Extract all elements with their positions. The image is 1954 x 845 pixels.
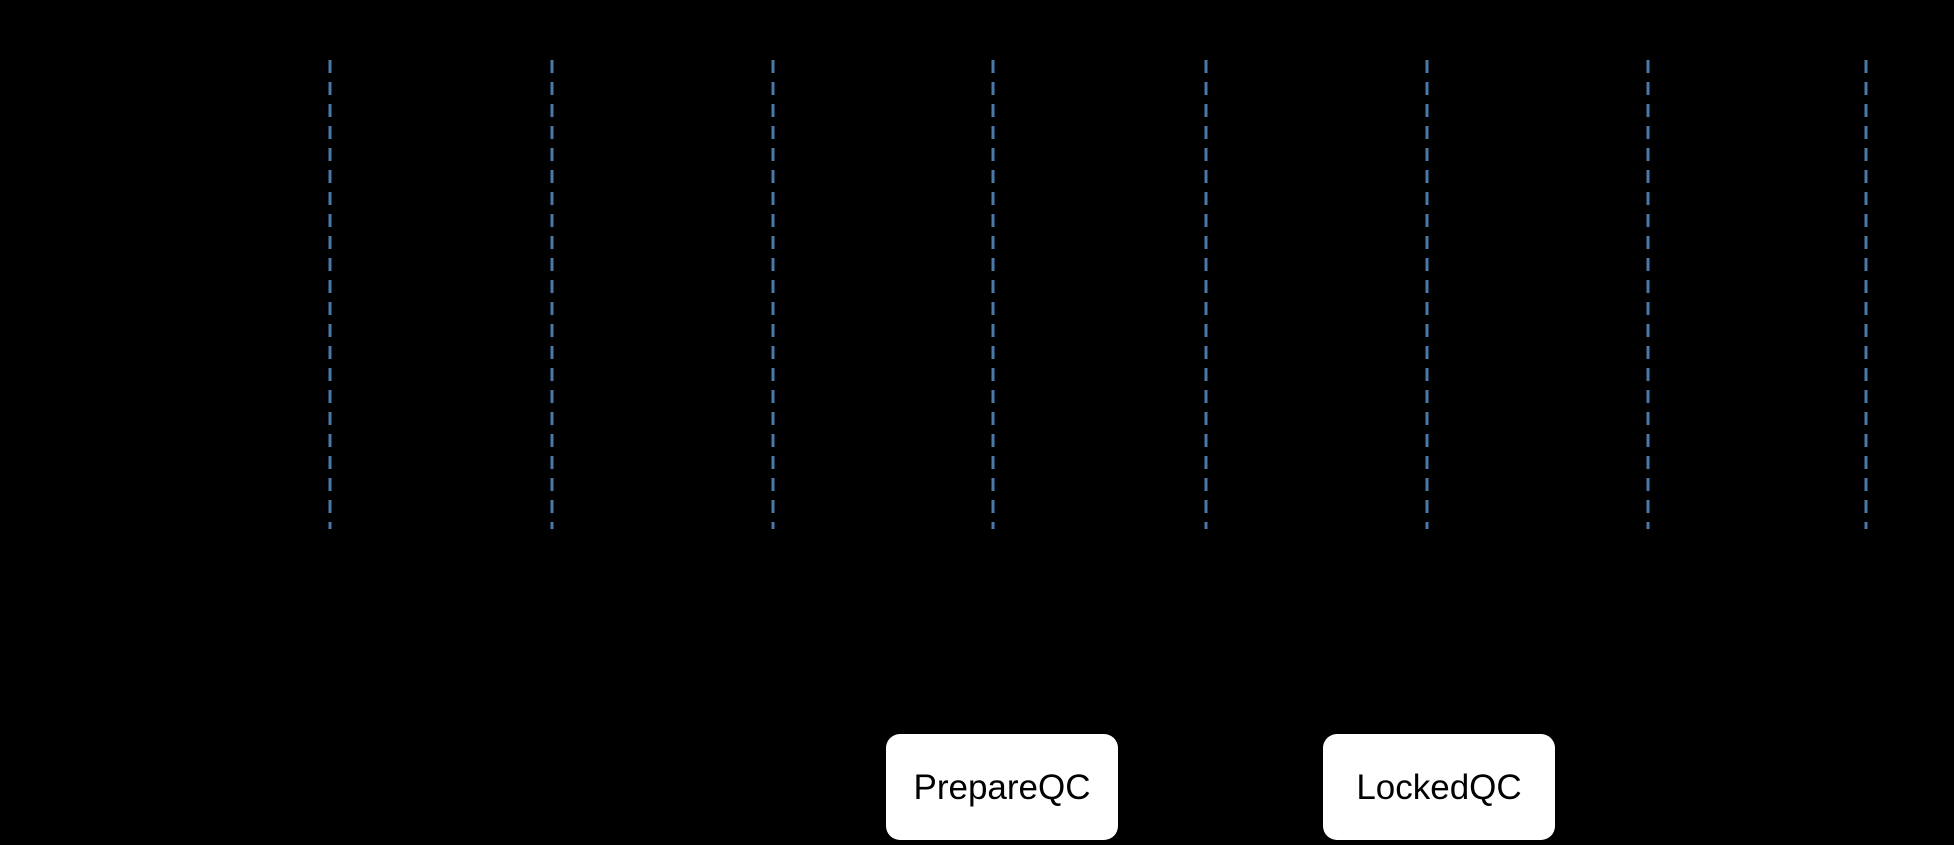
prepareqc-label: PrepareQC xyxy=(913,767,1091,807)
lockedqc-box: LockedQC xyxy=(1323,734,1555,840)
prepareqc-box: PrepareQC xyxy=(886,734,1118,840)
lockedqc-label: LockedQC xyxy=(1356,767,1522,807)
